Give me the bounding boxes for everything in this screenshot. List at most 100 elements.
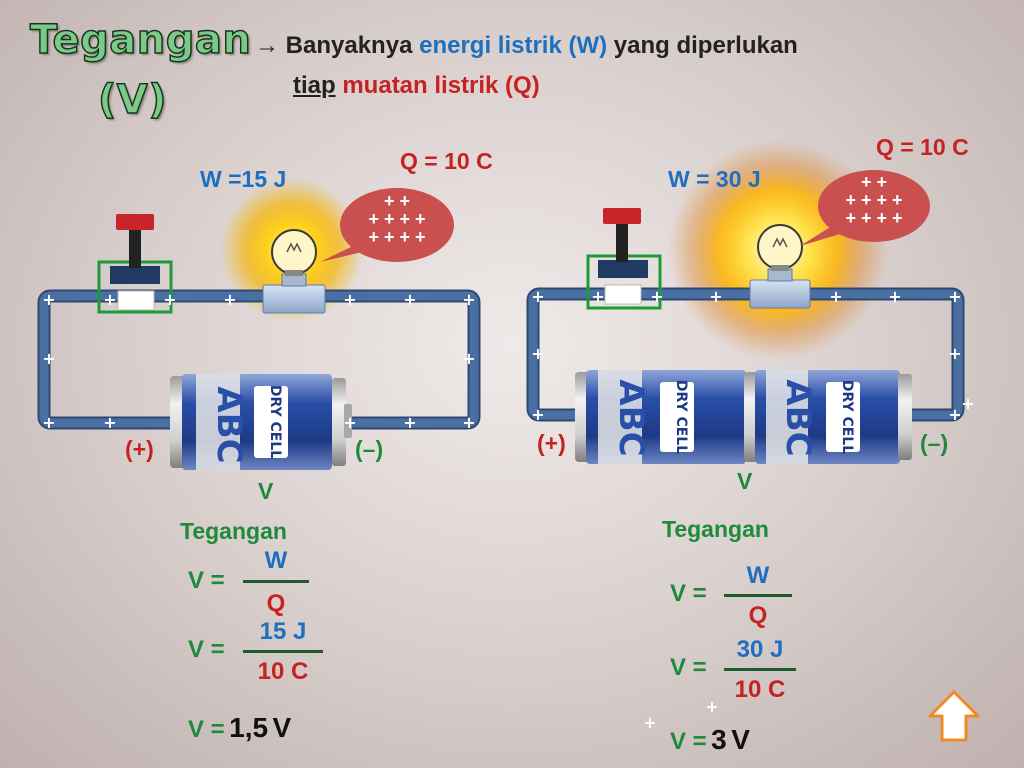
svg-text:+: + [888,287,901,306]
left-subst-numerator: 15 J [259,618,307,645]
left-formula-lhs: V = [188,567,225,594]
bubble-charge-row: + + + + [368,209,426,229]
definition-text-2: yang diperlukan [613,32,798,59]
bubble-charge-row: + + + + [368,227,426,247]
svg-text:+: + [343,290,356,309]
definition-energy: energi listrik (W) [419,32,608,59]
right-bubble-charges: + + + + + + + + + + [829,173,919,227]
left-formula-numerator: W [264,547,288,574]
slide-title: Tegangan [29,17,252,63]
right-battery-1-type: DRY CELL [673,380,689,454]
left-charge-bubble [320,188,454,262]
svg-text:+: + [531,344,544,363]
definition-tiap: tiap [293,72,336,99]
arrow-icon: → [255,32,279,59]
right-switch[interactable] [586,208,662,310]
left-result: V = 1,5 V [188,712,291,744]
left-subst-denominator: 10 C [257,658,309,685]
right-subst-fraction-bar [724,668,796,671]
left-formula-fraction-bar [243,580,309,583]
right-charge-label: Q = 10 C [876,134,969,160]
right-formula-lhs: V = [670,580,707,607]
right-negative-terminal: (–) [920,430,949,456]
left-result-value: 1,5 [229,712,269,743]
right-charge-bubble [800,170,930,246]
definition-line1: → Banyaknya energi listrik (W) yang dipe… [255,32,798,60]
left-result-unit: V [272,712,292,743]
right-formula-denominator: Q [748,602,768,629]
svg-text:+: + [462,290,475,309]
left-subst-fraction-bar [243,650,323,653]
bubble-charge-row: + + [860,172,888,192]
definition-charge: muatan listrik (Q) [342,72,540,99]
right-formula-fraction-bar [724,594,792,597]
right-battery-2-type: DRY CELL [839,380,855,454]
svg-text:+: + [403,290,416,309]
nav-up-button[interactable] [926,688,982,744]
svg-text:+: + [591,287,604,306]
svg-text:+: + [103,290,116,309]
left-switch[interactable] [97,214,173,314]
right-subst-denominator: 10 C [734,676,786,703]
right-voltage-symbol: V [737,468,753,494]
svg-text:+: + [705,697,718,716]
svg-text:+: + [948,344,961,363]
left-charge-label: Q = 10 C [400,148,493,174]
right-result-unit: V [731,724,750,755]
left-battery-type: DRY CELL [267,385,283,459]
left-positive-terminal: (+) [125,436,154,462]
up-arrow-icon [928,690,980,742]
left-lamp [262,229,326,314]
right-battery-2-brand: ABC [778,379,818,456]
svg-text:+: + [531,287,544,306]
right-tegangan-label: Tegangan [662,516,769,542]
right-subst-lhs: V = [670,654,707,681]
left-battery-brand: ABC [209,386,249,463]
svg-text:+: + [531,405,544,424]
svg-text:+: + [42,349,55,368]
svg-text:+: + [403,413,416,432]
bubble-charge-row: + + + + [845,190,903,210]
left-energy-label: W =15 J [200,166,287,192]
right-result-value: 3 [711,724,727,755]
svg-text:+: + [462,349,475,368]
slide-title-symbol: (V) [97,77,168,123]
bubble-charge-row: + + [383,191,411,211]
svg-text:+: + [709,287,722,306]
svg-text:+: + [163,290,176,309]
bubble-charge-row: + + + + [845,208,903,228]
svg-text:+: + [462,413,475,432]
left-subst-lhs: V = [188,636,225,663]
right-result: V = 3 V [670,724,750,756]
right-subst-numerator: 30 J [736,636,784,663]
right-battery-2: ABC DRY CELL [744,370,912,464]
right-result-lhs: V = [670,728,707,755]
svg-text:+: + [42,290,55,309]
left-result-lhs: V = [188,716,225,743]
right-battery-1-brand: ABC [611,379,651,456]
svg-text:+: + [103,413,116,432]
left-voltage-symbol: V [258,478,274,504]
left-bubble-charges: + + + + + + + + + + [352,192,442,246]
svg-text:+: + [643,713,656,732]
svg-text:+: + [961,394,974,413]
left-battery: ABC DRY CELL [170,374,352,470]
svg-text:+: + [948,405,961,424]
svg-text:+: + [223,290,236,309]
svg-text:+: + [948,287,961,306]
left-tegangan-label: Tegangan [180,518,287,544]
svg-text:+: + [343,413,356,432]
svg-text:+: + [829,287,842,306]
right-energy-label: W = 30 J [668,166,761,192]
left-formula-denominator: Q [266,590,286,617]
wire-charges: + + + + + + + + + + + + + + + + + + + + + + + + + + + + [42,287,974,732]
definition-line2: tiap muatan listrik (Q) [293,72,540,100]
right-positive-terminal: (+) [537,430,566,456]
right-battery-1: ABC DRY CELL [575,370,746,464]
right-formula-numerator: W [746,562,770,589]
svg-text:+: + [42,413,55,432]
definition-text-1: Banyaknya [285,32,413,59]
left-negative-terminal: (–) [355,436,384,462]
svg-text:+: + [650,287,663,306]
